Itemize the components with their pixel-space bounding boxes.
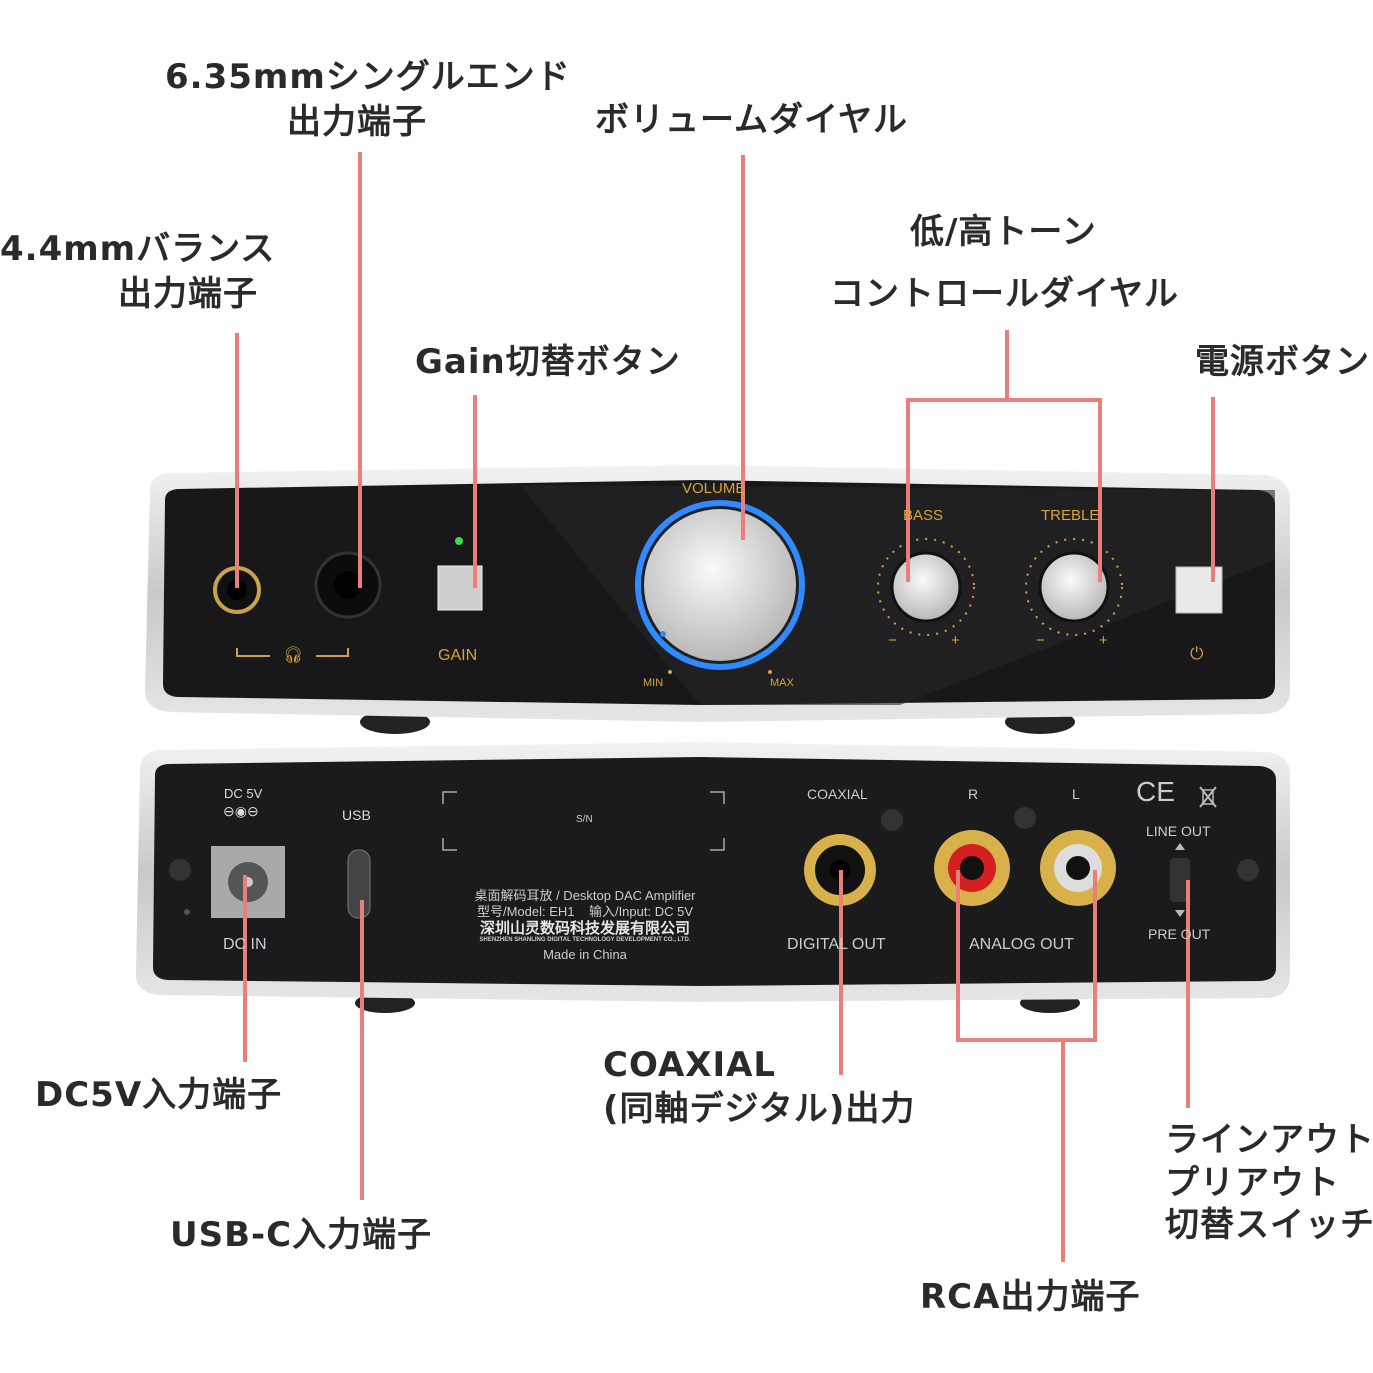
callout-gain: Gain切替ボタン bbox=[415, 342, 681, 382]
usb-c-port[interactable] bbox=[347, 849, 371, 919]
treble-label: TREBLE bbox=[1041, 507, 1100, 524]
leader-lines bbox=[235, 152, 1215, 1262]
gain-label: GAIN bbox=[438, 647, 478, 664]
callout-44-line2: 出力端子 bbox=[118, 274, 258, 314]
callout-635-line2: 出力端子 bbox=[287, 102, 427, 142]
company-cn: 深圳山灵数码科技发展有限公司 bbox=[479, 919, 690, 938]
callout-coaxial-line2: (同軸デジタル)出力 bbox=[603, 1089, 916, 1129]
polarity-icon: ⊖◉⊖ bbox=[223, 803, 259, 819]
headphone-icon: 🎧︎ bbox=[283, 645, 304, 664]
callout-44-line1: 4.4mmバランス bbox=[0, 229, 276, 269]
callout-dc-in: DC5V入力端子 bbox=[35, 1075, 283, 1115]
front-panel bbox=[145, 465, 1290, 722]
sn-label: S/N bbox=[576, 814, 593, 825]
treble-plus: + bbox=[1099, 632, 1108, 649]
max-label: MAX bbox=[770, 677, 794, 689]
bass-minus: − bbox=[888, 632, 897, 649]
info-line-1: 桌面解码耳放 / Desktop DAC Amplifier bbox=[474, 888, 696, 903]
min-label: MIN bbox=[643, 677, 664, 689]
line-pre-switch[interactable] bbox=[1170, 858, 1190, 902]
dc5v-label: DC 5V bbox=[224, 786, 263, 801]
ce-mark: CE bbox=[1136, 776, 1175, 807]
callout-volume: ボリュームダイヤル bbox=[595, 100, 908, 140]
info-line-2: 型号/Model: EH1 输入/Input: DC 5V bbox=[476, 903, 694, 919]
pre-out-label: PRE OUT bbox=[1148, 926, 1211, 942]
callout-switch-line1: ラインアウト bbox=[1165, 1120, 1373, 1160]
callout-tone-line1: 低/高トーン bbox=[910, 212, 1097, 252]
callout-power: 電源ボタン bbox=[1195, 342, 1370, 382]
bass-label: BASS bbox=[903, 507, 944, 524]
callout-rca: RCA出力端子 bbox=[920, 1277, 1141, 1317]
usb-label: USB bbox=[342, 807, 371, 823]
back-panel bbox=[136, 742, 1290, 1002]
callout-coaxial-line1: COAXIAL bbox=[603, 1045, 777, 1085]
product-info: 桌面解码耳放 / Desktop DAC Amplifier 型号/Model:… bbox=[420, 888, 750, 963]
l-label: L bbox=[1072, 786, 1080, 802]
line-out-label: LINE OUT bbox=[1146, 823, 1211, 839]
callout-635-line1: 6.35mmシングルエンド bbox=[165, 57, 571, 97]
callout-tone-line2: コントロールダイヤル bbox=[830, 274, 1179, 314]
made-in: Made in China bbox=[543, 947, 627, 963]
treble-dial[interactable] bbox=[1038, 551, 1110, 623]
digital-out-label: DIGITAL OUT bbox=[787, 936, 886, 953]
volume-ring bbox=[635, 500, 805, 670]
coaxial-label: COAXIAL bbox=[807, 786, 868, 802]
callout-switch-line3: 切替スイッチ bbox=[1165, 1205, 1373, 1245]
volume-dial[interactable] bbox=[644, 509, 796, 661]
treble-minus: − bbox=[1036, 632, 1045, 649]
callout-switch-line2: プリアウト bbox=[1165, 1163, 1340, 1203]
analog-out-label: ANALOG OUT bbox=[969, 936, 1074, 953]
r-label: R bbox=[968, 786, 979, 802]
power-button[interactable] bbox=[1175, 566, 1223, 614]
dc-in-label: DC IN bbox=[223, 936, 267, 953]
bass-plus: + bbox=[951, 632, 960, 649]
bass-dial[interactable] bbox=[890, 551, 962, 623]
callout-usb: USB-C入力端子 bbox=[170, 1215, 433, 1255]
power-icon: ⏻ bbox=[1190, 644, 1204, 664]
volume-label: VOLUME bbox=[682, 480, 746, 497]
company-en: SHENZHEN SHANLING DIGITAL TECHNOLOGY DEV… bbox=[479, 937, 691, 944]
